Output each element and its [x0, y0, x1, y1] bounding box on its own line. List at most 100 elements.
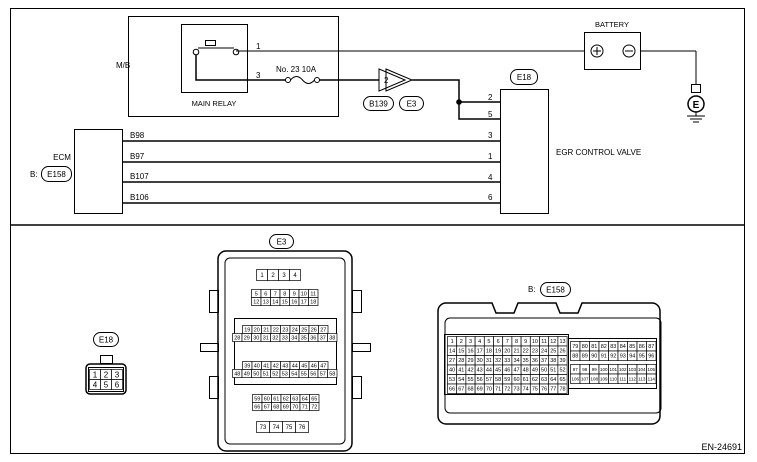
- e158-pin-number: 94: [629, 354, 635, 360]
- e158-pin-number: 40: [449, 368, 455, 374]
- connector-e158: E158: [47, 170, 66, 179]
- e158-right-block: [568, 338, 657, 389]
- ground-symbol: E: [693, 100, 700, 111]
- e158-pin-number: 30: [477, 358, 483, 364]
- e158-pin-number: 6: [497, 339, 500, 345]
- e3-pin-number: 30: [253, 335, 259, 341]
- e3-pin-number: 55: [301, 371, 307, 377]
- e158-pin-number: 67: [458, 387, 464, 393]
- e158-pin-number: 74: [523, 387, 529, 393]
- e3-pin-number: 18: [310, 299, 316, 305]
- e3-face-tag: [269, 234, 294, 249]
- junction-to-pin5-wire: [458, 102, 500, 120]
- e3-pin-number: 25: [301, 327, 307, 333]
- e3-pin-number: 34: [291, 335, 297, 341]
- e158-pin-number: 69: [477, 387, 483, 393]
- e3-pin-number: 33: [282, 335, 288, 341]
- relay-wire-3: [195, 55, 248, 81]
- e3-pin-number: 2: [271, 273, 275, 279]
- e3-pin-number: 28: [234, 335, 240, 341]
- e3-pin-number: 69: [283, 404, 289, 410]
- figure-id: EN-24691: [701, 442, 742, 452]
- e158-face-tag: [540, 282, 571, 297]
- e158-pin-number: 27: [449, 358, 455, 364]
- e158-pin-number: 66: [449, 387, 455, 393]
- e3-pin-number: 46: [311, 363, 317, 369]
- e158-pin-number: 37: [541, 358, 547, 364]
- e3-housing-outer: [217, 250, 353, 452]
- e158-pin-number: 82: [601, 344, 607, 350]
- e3-pin-number: 58: [329, 371, 335, 377]
- e158-pin-number: 100: [600, 367, 608, 372]
- e3-pin-number: 8: [283, 291, 286, 297]
- e158-pin-number: 50: [541, 368, 547, 374]
- e158-pin-number: 112: [629, 376, 637, 381]
- e3-pin-number: 23: [282, 327, 288, 333]
- e3-side-tab-right-bottom: [352, 376, 362, 399]
- e3-pin-number: 32: [272, 335, 278, 341]
- e158-pin-number: 76: [541, 387, 547, 393]
- e158-housing-inner: [444, 317, 662, 414]
- e3-pin-number: 63: [292, 396, 298, 402]
- connector-tag-e3: [399, 96, 424, 111]
- e3-housing-inner: [224, 257, 346, 445]
- e158-pin-number: 70: [486, 387, 492, 393]
- e158-pin-number: 16: [467, 349, 473, 355]
- e3-pin-number: 56: [310, 371, 316, 377]
- e3-pin-number: 60: [264, 396, 270, 402]
- e3-pin-number: 38: [329, 335, 335, 341]
- e158-pin-number: 85: [629, 344, 635, 350]
- e158-pin-number: 89: [582, 354, 588, 360]
- e158-pin-number: 17: [477, 349, 483, 355]
- egr-label: EGR CONTROL VALVE: [556, 148, 641, 157]
- e3-pin-number: 29: [244, 335, 250, 341]
- e3-pin-number: 3: [282, 273, 286, 279]
- e158-pin-number: 39: [559, 358, 565, 364]
- e3-pin-number: 59: [254, 396, 260, 402]
- e158-pin-cell: [646, 373, 657, 384]
- e3-side-tab-left-top: [209, 290, 219, 313]
- e158-pin-number: 41: [458, 368, 464, 374]
- e158-pin-number: 25: [550, 349, 556, 355]
- e158-pin-number: 8: [515, 339, 518, 345]
- e158-pin-number: 81: [591, 344, 597, 350]
- e158-pin-number: 21: [513, 349, 519, 355]
- e18-housing: [85, 363, 127, 395]
- e158-pin-number: 104: [638, 367, 646, 372]
- e3-pin-number: 13: [263, 299, 269, 305]
- e158-pin-number: 7: [506, 339, 509, 345]
- e158-pin-number: 4: [478, 339, 481, 345]
- e158-pin-number: 111: [619, 376, 626, 381]
- e158-pin-number: 96: [648, 354, 654, 360]
- connector-tag-b139: [363, 96, 394, 111]
- wire-b107-label: B107: [130, 172, 149, 181]
- e3-pin-number: 68: [273, 404, 279, 410]
- e3-pin-number: 75: [286, 425, 293, 431]
- e158-pin-number: 108: [590, 376, 598, 381]
- connector-to-egr-wire: [412, 79, 500, 103]
- e158-pin-number: 61: [523, 377, 529, 383]
- e3-pin-number: 41: [263, 363, 269, 369]
- e158-pin-number: 48: [523, 368, 529, 374]
- e3-key-right: [352, 343, 371, 352]
- e3-key-left: [200, 343, 219, 352]
- e158-pin-number: 5: [487, 339, 490, 345]
- ecm-box: [74, 129, 123, 214]
- e158-pin-number: 56: [477, 377, 483, 383]
- e3-pin-cell: [309, 402, 320, 411]
- e3-pin-number: 14: [272, 299, 278, 305]
- e158-pin-number: 57: [486, 377, 492, 383]
- e158-pin-number: 109: [600, 376, 608, 381]
- e3-pin-number: 57: [320, 371, 326, 377]
- relay-pin-1: 1: [256, 42, 261, 51]
- e158-pin-number: 91: [601, 354, 607, 360]
- e158-pin-number: 18: [486, 349, 492, 355]
- e158-pin-number: 34: [513, 358, 519, 364]
- fuse-terminal-left: [285, 77, 291, 83]
- mb-box: [128, 16, 339, 117]
- e158-pin-number: 33: [504, 358, 510, 364]
- e3-pin-number: 31: [263, 335, 269, 341]
- e158-pin-number: 2: [460, 339, 463, 345]
